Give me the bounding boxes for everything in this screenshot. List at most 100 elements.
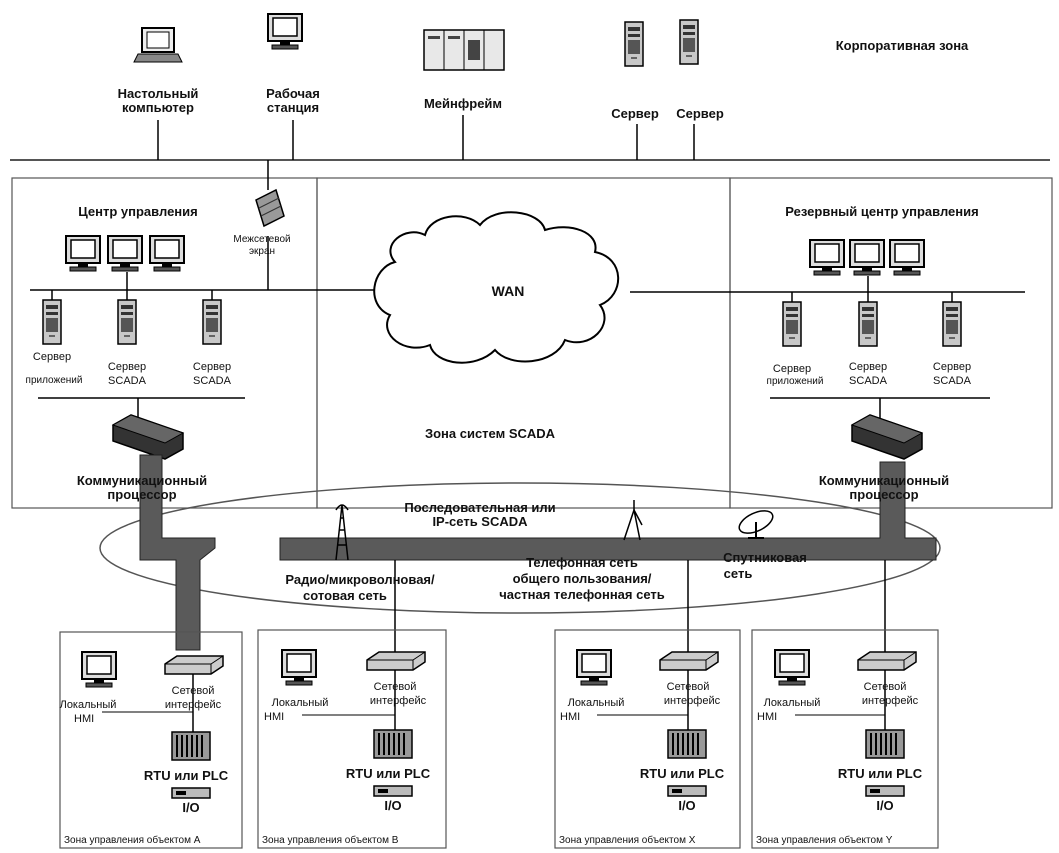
radio-network-label-2: сотовая сеть [303,588,387,603]
cc-scada-server-1-label-2: SCADA [108,375,147,387]
cc-scada-server-1-label-1: Сервер [108,361,146,373]
workstation-label-2: станция [267,100,319,115]
backup-operator-consoles-icon [809,239,925,276]
desktop-label-2: компьютер [122,100,194,115]
site-drops [394,560,886,660]
backup-center [630,239,1025,460]
site-y-hmi-label-2: HMI [757,711,777,723]
site-x-io-label: I/O [678,798,695,813]
remote-site-devices [81,649,917,799]
site-x-devices [576,649,719,797]
backup-center-title: Резервный центр управления [785,204,978,219]
backup-comm-processor-icon [851,414,923,460]
site-y-box [751,629,939,849]
serial-network-label-2: IP-сеть SCADA [432,514,528,529]
labels: Корпоративная зона Настольный компьютер … [26,38,979,846]
bc-scada-server-1-label-2: SCADA [849,375,888,387]
site-y-zone-label: Зона управления объектом Y [756,834,893,846]
bc-app-server-label-1: Сервер [773,363,811,375]
cc-comm-processor-label-2: процессор [107,487,176,502]
scada-server-2-icon [202,299,222,345]
scada-trunk [139,454,937,651]
mainframe-label: Мейнфрейм [424,96,502,111]
scada-network-ellipse [99,482,941,614]
radio-tower-icon [335,504,349,561]
site-x-rtu-label: RTU или PLC [640,766,725,781]
site-y-devices [774,649,917,797]
site-b-nic-label-2: интерфейс [370,695,427,707]
control-center-title: Центр управления [78,204,197,219]
serial-network-label-1: Последовательная или [404,500,555,515]
comm-processor-icon [112,414,184,460]
control-center [30,235,385,460]
site-b-zone-label: Зона управления объектом В [262,834,399,846]
site-a-hmi-label-2: HMI [74,713,94,725]
phone-network-label-2: общего пользования/ [513,571,652,586]
bc-scada-server-1-label-1: Сервер [849,361,887,373]
server-2-icon [679,19,699,65]
firewall-label-2: экран [249,246,275,257]
site-y-io-label: I/O [876,798,893,813]
cc-app-server-label-2: приложений [26,375,83,386]
site-b-hmi-label-2: HMI [264,711,284,723]
operator-consoles-icon [65,235,185,272]
zone-borders [10,159,1053,509]
bc-scada-server-2-label-2: SCADA [933,375,972,387]
app-server-icon [42,299,62,345]
mainframe-icon [423,29,505,71]
backup-app-server-icon [782,301,802,347]
site-b-hmi-label-1: Локальный [272,697,329,709]
radio-network-label-1: Радио/микроволновая/ [285,572,435,587]
corporate-devices [133,13,699,71]
desktop-label-1: Настольный [118,86,199,101]
site-a-rtu-label: RTU или PLC [144,768,229,783]
backup-center-zone [729,177,1053,509]
bc-comm-processor-label-2: процессор [849,487,918,502]
wan-label: WAN [492,283,525,299]
scada-zone-label: Зона систем SCADA [425,426,556,441]
laptop-icon [133,27,183,63]
satellite-dish-icon [738,510,774,539]
workstation-icon [267,13,303,50]
cc-comm-processor-label-1: Коммуникационный [77,473,207,488]
site-x-hmi-label-1: Локальный [568,697,625,709]
site-y-hmi-label-1: Локальный [764,697,821,709]
server-1-label: Сервер [611,106,659,121]
site-b-rtu-label: RTU или PLC [346,766,431,781]
site-x-zone-label: Зона управления объектом Х [559,834,696,846]
phone-antenna-icon [623,500,643,541]
site-b-nic-label-1: Сетевой [374,681,417,693]
server-1-icon [624,21,644,67]
bc-comm-processor-label-1: Коммуникационный [819,473,949,488]
phone-network-label-1: Телефонная сеть [526,555,638,570]
site-a-nic-label-1: Сетевой [172,685,215,697]
site-x-nic-label-1: Сетевой [667,681,710,693]
site-a-box [59,631,243,849]
site-y-rtu-label: RTU или PLC [838,766,923,781]
site-x-nic-label-2: интерфейс [664,695,721,707]
bc-app-server-label-2: приложений [767,376,824,387]
site-y-nic-label-1: Сетевой [864,681,907,693]
scada-server-1-icon [117,299,137,345]
site-x-hmi-label-2: HMI [560,711,580,723]
corporate-links [157,115,695,190]
remote-sites [59,629,939,849]
satellite-network-label-2: сеть [724,566,753,581]
backup-scada-server-1-icon [858,301,878,347]
cc-scada-server-2-label-1: Сервер [193,361,231,373]
site-y-nic-label-2: интерфейс [862,695,919,707]
firewall-label-1: Межсетевой [233,234,290,245]
cc-app-server-label-1: Сервер [33,351,71,363]
backup-scada-server-2-icon [942,301,962,347]
bc-scada-server-2-label-1: Сервер [933,361,971,373]
site-a-io-label: I/O [182,800,199,815]
site-a-nic-label-2: интерфейс [165,699,222,711]
site-b-devices [281,649,426,797]
corporate-zone-title: Корпоративная зона [836,38,969,53]
wan-cloud-icon [373,211,620,364]
site-a-hmi-label-1: Локальный [60,699,117,711]
site-x-box [554,629,741,849]
workstation-label-1: Рабочая [266,86,320,101]
satellite-network-label-1: Спутниковая [723,550,807,565]
